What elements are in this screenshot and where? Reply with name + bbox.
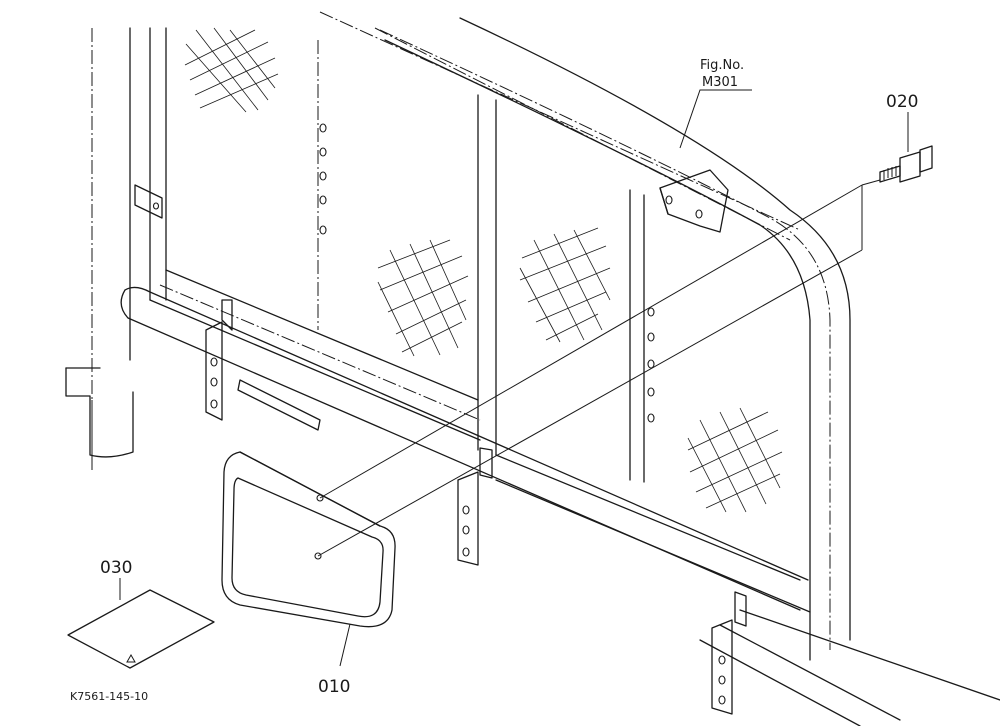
work-lamp-010 bbox=[221, 451, 396, 628]
leader-lines bbox=[119, 89, 909, 667]
bolt-020 bbox=[879, 145, 933, 183]
tube-brackets bbox=[134, 184, 747, 715]
fig-no-label: Fig.No. bbox=[700, 58, 744, 73]
drawing-code-label: K7561-145-10 bbox=[70, 690, 148, 703]
part-020-label: 020 bbox=[886, 92, 918, 112]
part-030-label: 030 bbox=[100, 558, 132, 578]
mounting-bracket bbox=[659, 169, 729, 233]
post-holes bbox=[319, 123, 655, 423]
fig-ref-label: M301 bbox=[702, 75, 738, 90]
part-010-label: 010 bbox=[318, 677, 350, 697]
decal-030 bbox=[67, 589, 215, 669]
glass-hatching bbox=[184, 27, 783, 513]
